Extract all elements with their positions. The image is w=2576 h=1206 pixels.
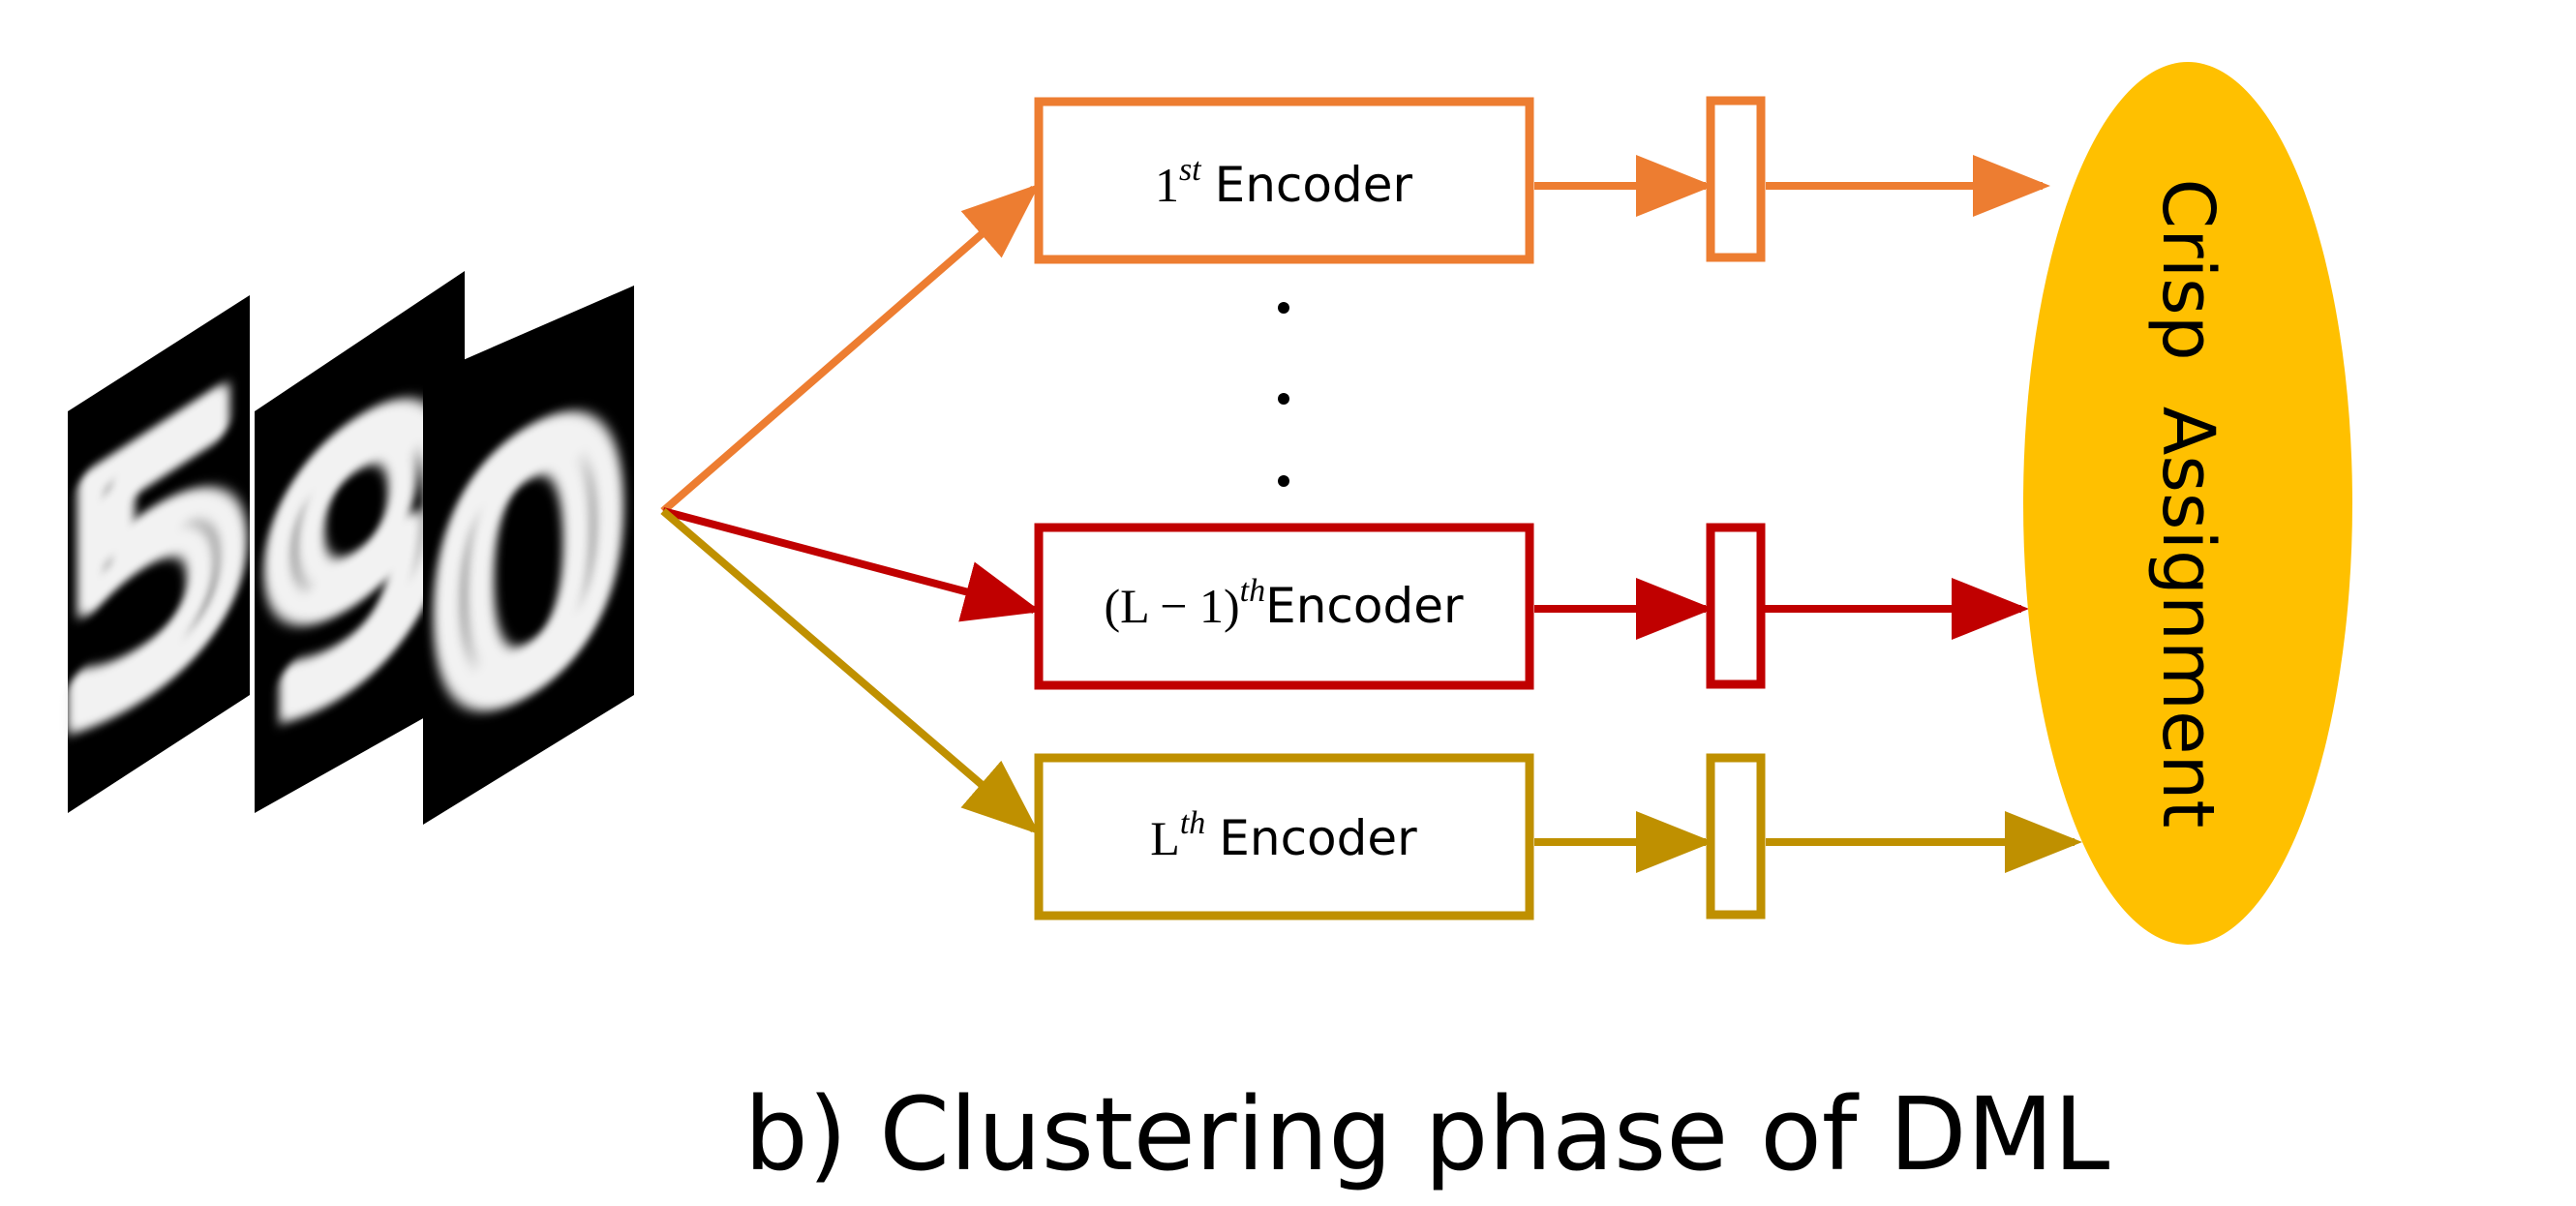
encoder-l-label: Lth Encoder — [1150, 805, 1417, 866]
encoder-1-suffix: Encoder — [1215, 157, 1413, 213]
encoder-l-minus-1-box — [1034, 523, 1534, 690]
input-images: 5 9 0 — [43, 271, 645, 828]
encoder-l-minus-1-row: (L − 1)thEncoder — [1034, 523, 2029, 690]
encoder-l-code-vector — [1706, 753, 1766, 920]
arrow-to-encoder-1 — [660, 183, 1041, 515]
encoder-1-index: 1 — [1155, 158, 1179, 212]
encoder-l-index: L — [1150, 811, 1180, 865]
encoder-1-code-vector — [1706, 96, 1766, 262]
encoder-l-suffix: Encoder — [1219, 810, 1417, 866]
encoder-l-box — [1034, 753, 1534, 920]
encoder-l-minus-1-index: (L − 1) — [1104, 579, 1239, 633]
arrow-to-encoder-l — [660, 507, 1041, 835]
encoder-1-label: 1st Encoder — [1155, 152, 1413, 213]
encoder-l-minus-1-label: (L − 1)thEncoder — [1104, 573, 1464, 634]
ellipsis — [1278, 302, 1289, 487]
encoder-l-minus-1-superscript: th — [1240, 573, 1265, 609]
encoder-1-row: 1st Encoder — [1034, 96, 2050, 264]
encoder-l-minus-1-suffix: Encoder — [1265, 578, 1464, 634]
input-image-digit-0: 0 — [412, 286, 645, 827]
input-image-digit-5: 5 — [43, 294, 275, 828]
crisp-assignment-label: Crisp Assignment — [2146, 179, 2229, 829]
encoder-l-minus-1-code-vector — [1706, 523, 1766, 689]
digit-5: 5 — [57, 309, 260, 813]
encoder-l-row: Lth Encoder — [1034, 753, 2082, 920]
encoder-l-superscript: th — [1180, 805, 1205, 841]
crisp-assignment: Crisp Assignment — [2023, 62, 2352, 945]
encoder-1-box — [1034, 97, 1534, 264]
arrow-to-encoder-l-minus-1 — [661, 507, 1042, 622]
encoder-1-superscript: st — [1179, 152, 1202, 188]
input-arrows — [660, 183, 1042, 835]
crisp-assignment-ellipse — [2023, 62, 2352, 945]
figure-caption: b) Clustering phase of DML — [744, 1075, 2110, 1193]
